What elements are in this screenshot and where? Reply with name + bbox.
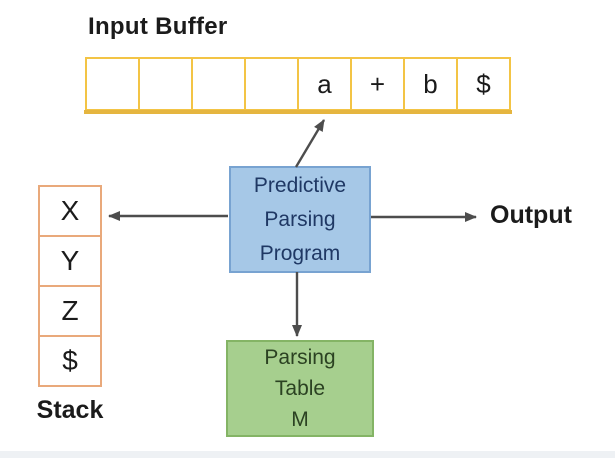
- stack: X Y Z $: [38, 185, 102, 387]
- arrow-program-to-buffer-icon: [294, 119, 326, 168]
- input-buffer-cell: [85, 57, 140, 111]
- input-buffer-cell: $: [456, 57, 511, 111]
- parsing-table-box: Parsing Table M: [226, 340, 374, 437]
- input-buffer-cell: +: [350, 57, 405, 111]
- stack-label: Stack: [36, 396, 104, 424]
- program-box-line: Program: [259, 241, 341, 265]
- input-buffer: a + b $: [85, 57, 511, 111]
- input-buffer-cell: a: [297, 57, 352, 111]
- parsing-table-line: Parsing: [264, 346, 336, 369]
- predictive-parsing-program-box: Predictive Parsing Program: [229, 166, 371, 273]
- input-buffer-cell: [244, 57, 299, 111]
- program-box-line: Predictive: [253, 173, 347, 197]
- input-buffer-cell: [191, 57, 246, 111]
- parsing-table-line: M: [291, 408, 309, 431]
- parsing-table-line: Table: [274, 377, 326, 400]
- stack-cell: X: [38, 185, 102, 237]
- input-buffer-baseline: [84, 110, 512, 114]
- stack-cell: Z: [38, 285, 102, 337]
- program-box-line: Parsing: [264, 207, 336, 231]
- input-buffer-cell: b: [403, 57, 458, 111]
- output-label: Output: [490, 201, 572, 229]
- input-buffer-cell: [138, 57, 193, 111]
- stack-cell: $: [38, 335, 102, 387]
- bottom-strip: [0, 451, 615, 458]
- stack-cell: Y: [38, 235, 102, 287]
- input-buffer-title: Input Buffer: [88, 13, 228, 40]
